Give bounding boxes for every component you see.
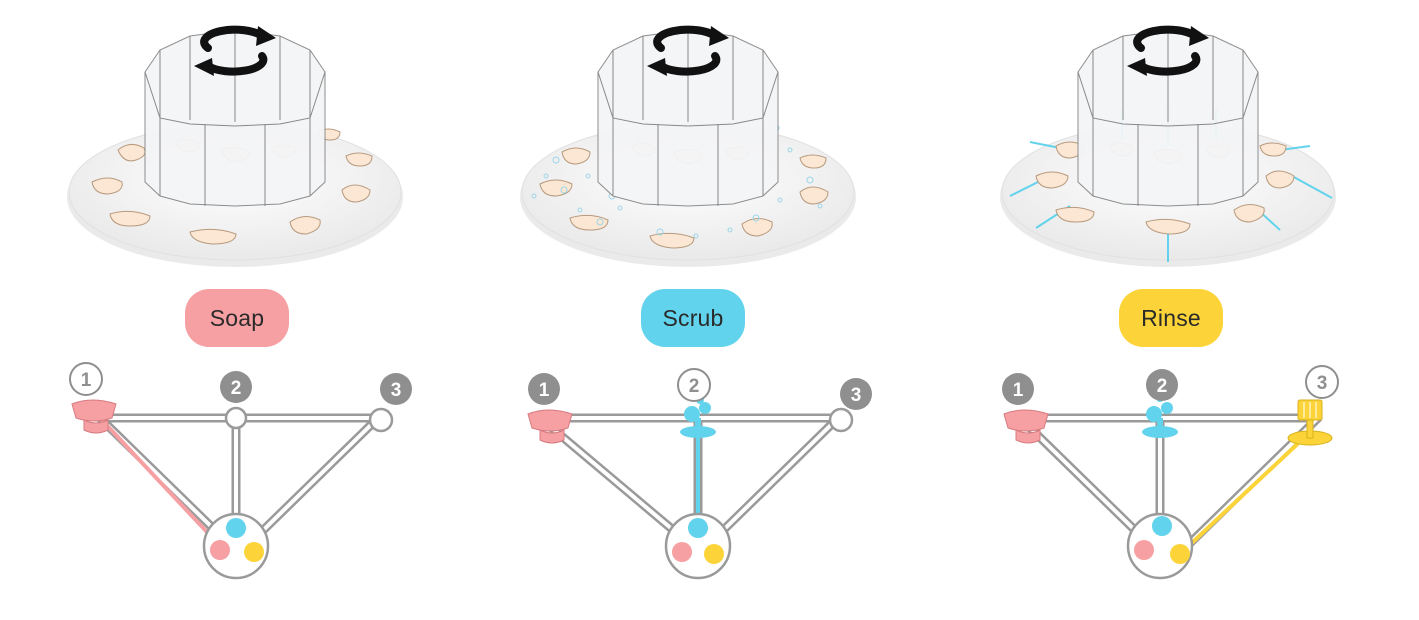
track-diagram: 1 2 3 (1002, 365, 1339, 580)
station-badge-3: 3 (840, 378, 872, 410)
bubbles-icon (680, 396, 716, 438)
station-badge-2: 2 (677, 368, 711, 402)
rinse-illustration: 1 2 3 (1000, 25, 1339, 580)
svg-text:2: 2 (689, 376, 700, 397)
stage-panel-rinse: 1 2 3 Rinse (980, 0, 1400, 620)
decagon-drum (1077, 29, 1259, 207)
svg-text:2: 2 (231, 378, 242, 399)
soap-dot (672, 542, 692, 562)
station-badge-3: 3 (380, 373, 412, 405)
faucet-icon (1287, 399, 1333, 446)
station-badge-3: 3 (1305, 365, 1339, 399)
scrub-dot (688, 518, 708, 538)
stage-label-rinse: Rinse (1119, 289, 1223, 347)
stage-label-scrub: Scrub (641, 289, 745, 347)
svg-text:3: 3 (851, 385, 862, 406)
svg-text:1: 1 (81, 370, 92, 391)
station-badge-2: 2 (1146, 369, 1178, 401)
station-badge-1: 1 (528, 373, 560, 405)
rotate-arrows-icon (1127, 25, 1209, 76)
soap-dish-icon (527, 409, 573, 444)
station-badge-2: 2 (220, 371, 252, 403)
soap-dish-icon (1003, 409, 1049, 444)
stage-panel-scrub: 1 2 3 Scrub (460, 0, 880, 620)
svg-text:3: 3 (1317, 373, 1328, 394)
svg-text:3: 3 (391, 380, 402, 401)
rotate-arrows-icon (194, 25, 276, 76)
scrub-illustration: 1 2 3 (520, 25, 872, 580)
track-diagram: 1 2 3 (69, 362, 412, 580)
scrub-dot (226, 518, 246, 538)
track-diagram: 1 2 3 (527, 368, 872, 580)
svg-text:1: 1 (1013, 380, 1024, 401)
svg-text:2: 2 (1157, 376, 1168, 397)
station-badge-1: 1 (1002, 373, 1034, 405)
scrub-dot (1152, 516, 1172, 536)
soap-dot (1134, 540, 1154, 560)
soap-dish-icon (71, 399, 117, 434)
rinse-dot (704, 544, 724, 564)
rotate-arrows-icon (647, 25, 729, 76)
decagon-drum (144, 29, 326, 207)
rinse-dot (1170, 544, 1190, 564)
stage-panel-soap: 1 2 3 Soap (0, 0, 420, 620)
soap-dot (210, 540, 230, 560)
rinse-dot (244, 542, 264, 562)
stage-label-soap: Soap (185, 289, 289, 347)
decagon-drum (597, 29, 779, 207)
soap-illustration: 1 2 3 (67, 25, 412, 580)
station-badge-1: 1 (69, 362, 103, 396)
svg-text:1: 1 (539, 380, 550, 401)
